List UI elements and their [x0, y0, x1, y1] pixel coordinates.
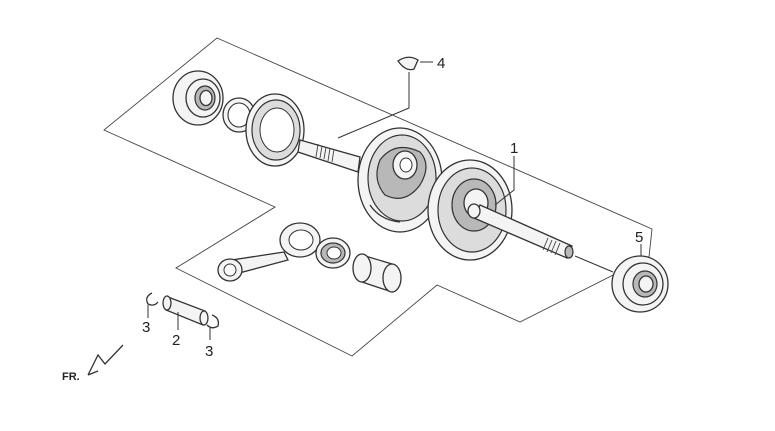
leader-4-drop — [337, 72, 410, 139]
leader-right-shaft-bearing — [574, 255, 614, 273]
leader-1 — [494, 156, 515, 206]
circlip-right — [206, 314, 220, 329]
needle-bearing — [315, 237, 351, 269]
callout-2: 2 — [172, 332, 180, 349]
right-crankshaft-shaft — [467, 203, 574, 259]
right-bearing — [611, 255, 669, 313]
front-label: FR. — [62, 371, 80, 383]
circlip-left — [146, 292, 159, 306]
front-direction-indicator: FR. — [62, 344, 124, 383]
assembly-boundary — [103, 37, 653, 357]
callout-3-right: 3 — [205, 343, 213, 360]
callout-1: 1 — [510, 140, 518, 157]
connecting-rod — [217, 222, 321, 282]
left-bearing — [172, 70, 224, 126]
crank-pin — [352, 253, 402, 293]
thrust-washer — [245, 93, 305, 167]
piston-pin — [162, 295, 209, 326]
callout-4: 4 — [437, 55, 445, 72]
left-crank-web — [357, 127, 443, 233]
woodruff-key — [397, 56, 419, 71]
left-crankshaft-shaft — [297, 139, 361, 173]
front-arrow-icon — [87, 344, 124, 376]
callout-3-left: 3 — [142, 319, 150, 336]
callout-5: 5 — [635, 229, 643, 246]
